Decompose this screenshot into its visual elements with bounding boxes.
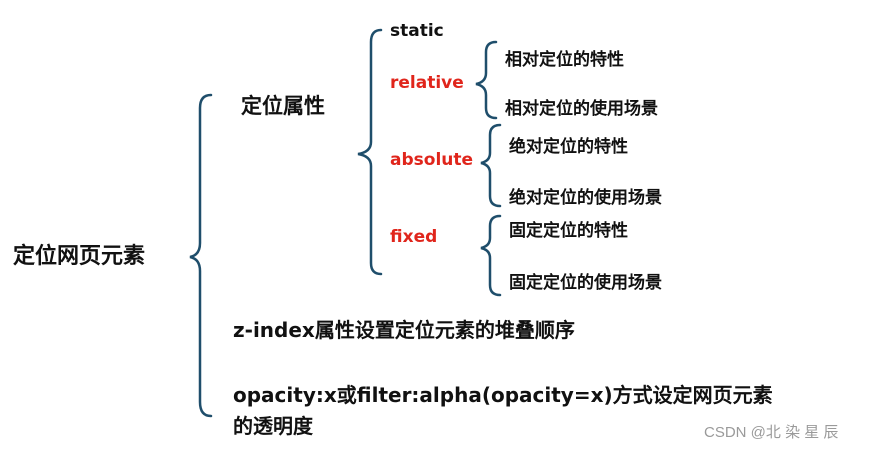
position-section-label: 定位属性 [241,94,325,118]
static-label: static [390,21,444,41]
root-brace [189,93,213,418]
relative-item-features: 相对定位的特性 [505,50,624,70]
absolute-label: absolute [390,150,474,170]
watermark: CSDN @北 染 星 辰 [704,424,839,441]
absolute-brace [480,123,502,208]
fixed-item-features: 固定定位的特性 [509,221,628,241]
absolute-item-features: 绝对定位的特性 [509,137,628,157]
opacity-label-line1: opacity:x或filter:alpha(opacity=x)方式设定网页元… [233,383,773,407]
position-brace [357,28,383,276]
fixed-item-usage: 固定定位的使用场景 [509,273,662,293]
root-label: 定位网页元素 [13,244,146,269]
relative-label: relative [390,73,464,93]
relative-brace [475,40,498,120]
z-index-label: z-index属性设置定位元素的堆叠顺序 [233,318,575,342]
fixed-brace [480,214,502,297]
relative-item-usage: 相对定位的使用场景 [505,99,658,119]
opacity-label-line2: 的透明度 [233,414,313,438]
absolute-item-usage: 绝对定位的使用场景 [509,188,662,208]
fixed-label: fixed [390,227,438,247]
